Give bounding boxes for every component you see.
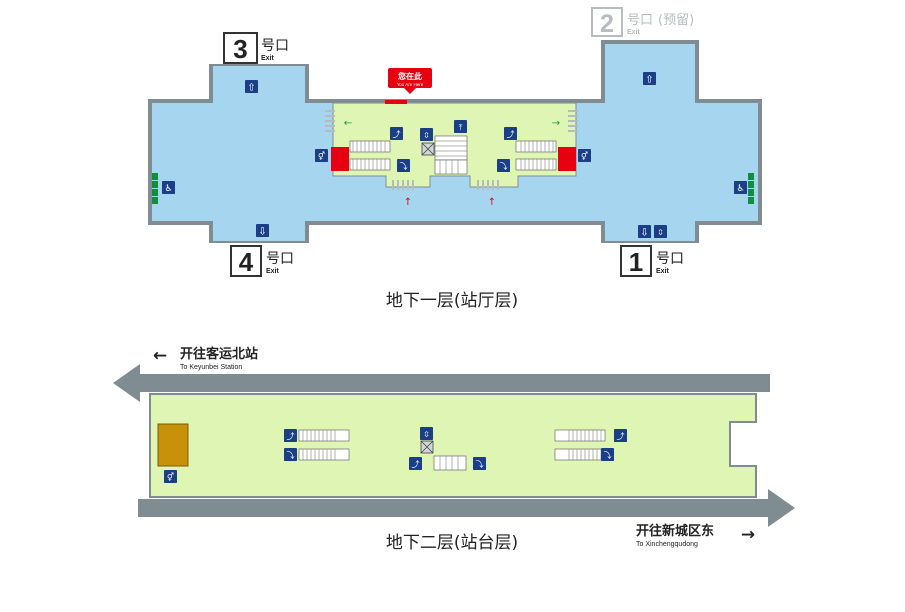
elevator-shaft bbox=[421, 142, 435, 156]
west-direction-cn: 开往客运北站 bbox=[180, 346, 258, 362]
exit-3-en: Exit bbox=[261, 55, 275, 62]
flow-arrows: ← → ↑ ↑ bbox=[344, 118, 560, 208]
svg-text:⤴: ⤴ bbox=[507, 129, 515, 139]
svg-text:⇧: ⇧ bbox=[645, 75, 653, 86]
platform-level: ⤴ ⤵ ⤴ ⤵ ⇳ ⤴ ⤵ ⚥ ← 开往客运北站 To Keyunbei Sta… bbox=[113, 346, 795, 553]
exit-1-label: 1 号口 Exit bbox=[620, 245, 684, 277]
east-arrow-icon: → bbox=[741, 525, 755, 545]
sign-glyphs: ⇧ ⇧ ⇩ ⇩ ⇳ ⤴ ⤵ ⤴ ⤵ ⤒ ⇳ ⚥ ⚥ ♿ ♿ bbox=[164, 75, 744, 239]
platform-elevator-shaft bbox=[420, 440, 434, 454]
side-doors bbox=[152, 173, 754, 204]
exit-4-cn: 号口 bbox=[266, 251, 294, 267]
svg-text:⇩: ⇩ bbox=[640, 228, 648, 239]
exit-4-number: 4 bbox=[239, 247, 254, 277]
svg-text:♿: ♿ bbox=[736, 184, 744, 194]
svg-text:↑: ↑ bbox=[488, 197, 496, 208]
exit-1-number: 1 bbox=[629, 247, 643, 277]
svg-text:⇳: ⇳ bbox=[423, 430, 430, 439]
svg-text:⚥: ⚥ bbox=[167, 472, 175, 482]
platform-floor bbox=[149, 393, 757, 498]
svg-text:↑: ↑ bbox=[404, 197, 412, 208]
svg-text:⇧: ⇧ bbox=[247, 83, 255, 94]
svg-text:→: → bbox=[552, 118, 560, 129]
exit-1-cn: 号口 bbox=[656, 251, 684, 267]
west-direction-en: To Keyunbei Station bbox=[180, 364, 242, 371]
svg-text:⤵: ⤵ bbox=[400, 162, 408, 171]
you-are-here-cn: 您在此 bbox=[398, 71, 422, 81]
exit-2-number: 2 bbox=[600, 10, 614, 38]
you-are-here-en: You Are Here bbox=[397, 82, 424, 87]
svg-text:⤒: ⤒ bbox=[459, 123, 463, 132]
platform-escalator-steps bbox=[302, 430, 602, 470]
svg-text:←: ← bbox=[344, 118, 352, 129]
ticket-gate-east bbox=[558, 147, 576, 171]
svg-text:⇩: ⇩ bbox=[258, 227, 266, 238]
exit-2-label: 2 号口 (预留) Exit bbox=[591, 7, 694, 38]
platform-title: 地下二层(站台层) bbox=[386, 533, 518, 553]
svg-text:⤵: ⤵ bbox=[476, 460, 484, 469]
svg-text:⤴: ⤴ bbox=[287, 431, 295, 441]
east-direction-en: To Xinchengqudong bbox=[636, 541, 698, 548]
direction-east: 开往新城区东 To Xinchengqudong → bbox=[636, 523, 755, 548]
platform-sign-glyphs: ⤴ ⤵ ⤴ ⤵ ⇳ ⤴ ⤵ ⚥ bbox=[167, 430, 625, 482]
west-arrow-icon: ← bbox=[153, 346, 167, 366]
escalator-steps bbox=[352, 140, 554, 174]
svg-text:⤴: ⤴ bbox=[617, 431, 625, 441]
svg-text:⚥: ⚥ bbox=[318, 151, 326, 161]
svg-text:⤴: ⤴ bbox=[393, 129, 401, 139]
exit-1-en: Exit bbox=[656, 268, 670, 275]
ticket-gate-west bbox=[331, 147, 349, 171]
you-are-here-marker: 您在此 You Are Here bbox=[385, 68, 432, 104]
gate-barriers bbox=[325, 110, 578, 190]
concourse-level: 您在此 You Are Here bbox=[148, 7, 762, 311]
exit-2-reserved: (预留) bbox=[658, 13, 694, 28]
exit-3-label: 3 号口 Exit bbox=[223, 32, 289, 64]
svg-text:⇳: ⇳ bbox=[657, 228, 664, 237]
exit-2-cn: 号口 bbox=[627, 13, 653, 28]
svg-text:♿: ♿ bbox=[164, 184, 172, 194]
track-west-arrow bbox=[113, 364, 770, 402]
concourse-title: 地下一层(站厅层) bbox=[386, 291, 518, 311]
equipment-room bbox=[157, 423, 189, 467]
svg-text:⚥: ⚥ bbox=[581, 151, 589, 161]
track-east-arrow bbox=[138, 489, 795, 527]
direction-west: ← 开往客运北站 To Keyunbei Station bbox=[153, 346, 258, 371]
exit-3-number: 3 bbox=[233, 34, 247, 64]
svg-text:⤵: ⤵ bbox=[287, 451, 295, 460]
exit-3-cn: 号口 bbox=[261, 38, 289, 54]
east-direction-cn: 开往新城区东 bbox=[636, 523, 714, 539]
svg-text:⤴: ⤴ bbox=[412, 459, 420, 469]
svg-text:⇳: ⇳ bbox=[423, 131, 430, 140]
exit-4-en: Exit bbox=[266, 268, 280, 275]
svg-text:⤵: ⤵ bbox=[604, 451, 612, 460]
svg-text:⤵: ⤵ bbox=[500, 162, 508, 171]
exit-2-en: Exit bbox=[627, 29, 641, 36]
exit-4-label: 4 号口 Exit bbox=[230, 245, 294, 277]
